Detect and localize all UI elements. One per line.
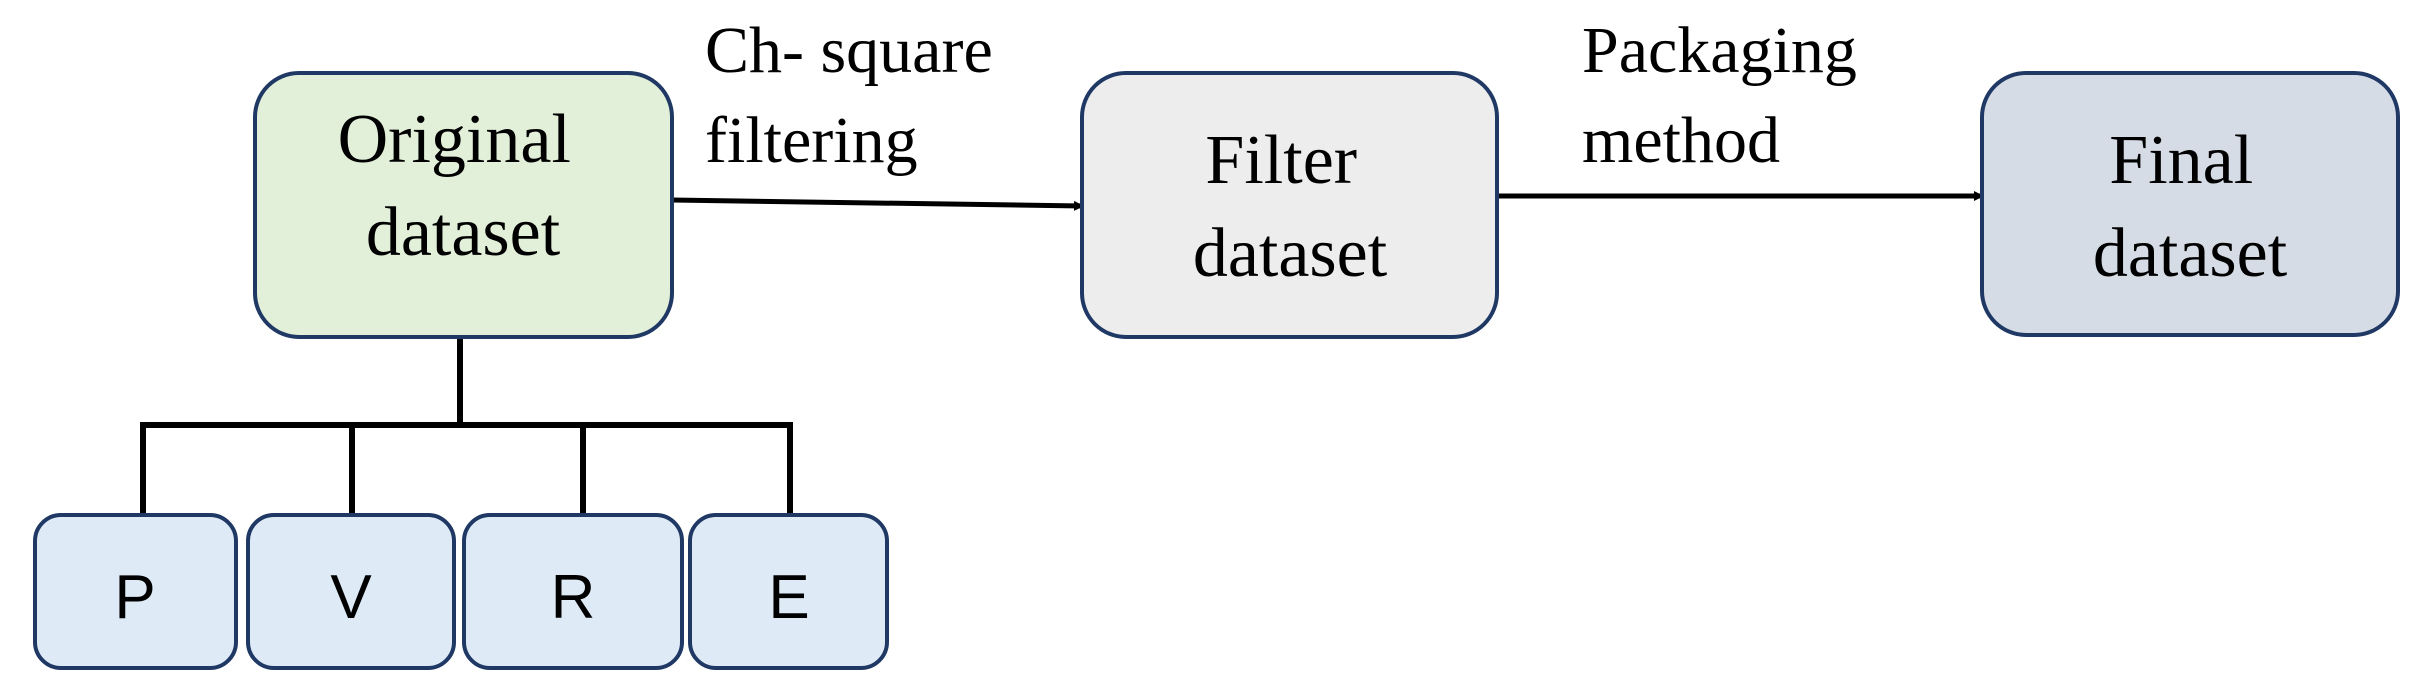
final-dataset-node: Final dataset <box>1980 71 2400 337</box>
final-dataset-box <box>1980 71 2400 337</box>
original-dataset-box <box>253 71 674 339</box>
filter-dataset-line-1: Filter <box>1205 122 1357 199</box>
final-dataset-line-2: dataset <box>2093 215 2288 292</box>
original-dataset-label: Original dataset <box>338 101 589 271</box>
chi-square-arrow <box>671 197 1084 211</box>
chi-square-label-line-2: filtering <box>705 104 918 177</box>
final-dataset-label: Final dataset <box>2093 122 2288 292</box>
component-v-box <box>246 513 456 670</box>
component-e-box <box>688 513 889 670</box>
filter-dataset-label: Filter dataset <box>1193 122 1388 292</box>
component-r-box <box>462 513 684 670</box>
component-tree-connectors <box>140 337 793 515</box>
packaging-label-line-1: Packaging <box>1582 14 1857 87</box>
filter-dataset-node: Filter dataset <box>1080 71 1499 339</box>
component-box-v: V <box>246 513 456 670</box>
component-p-label: P <box>114 563 155 632</box>
chi-square-filtering-label: Ch- square filtering <box>705 14 1009 177</box>
component-box-p: P <box>33 513 238 670</box>
component-r-label: R <box>551 563 596 632</box>
original-dataset-line-2: dataset <box>366 194 561 271</box>
component-p-box <box>33 513 238 670</box>
packaging-label-line-2: method <box>1582 104 1780 177</box>
chi-square-label-line-1: Ch- square <box>705 14 993 87</box>
component-box-e: E <box>688 513 889 670</box>
component-v-label: V <box>330 563 372 632</box>
filter-dataset-line-2: dataset <box>1193 215 1388 292</box>
final-dataset-line-1: Final <box>2109 122 2253 199</box>
original-dataset-node: Original dataset <box>253 71 674 339</box>
filter-dataset-box <box>1080 71 1499 339</box>
packaging-method-label: Packaging method <box>1582 14 1873 177</box>
component-box-r: R <box>462 513 684 670</box>
component-e-label: E <box>768 563 809 632</box>
original-dataset-line-1: Original <box>338 101 571 178</box>
